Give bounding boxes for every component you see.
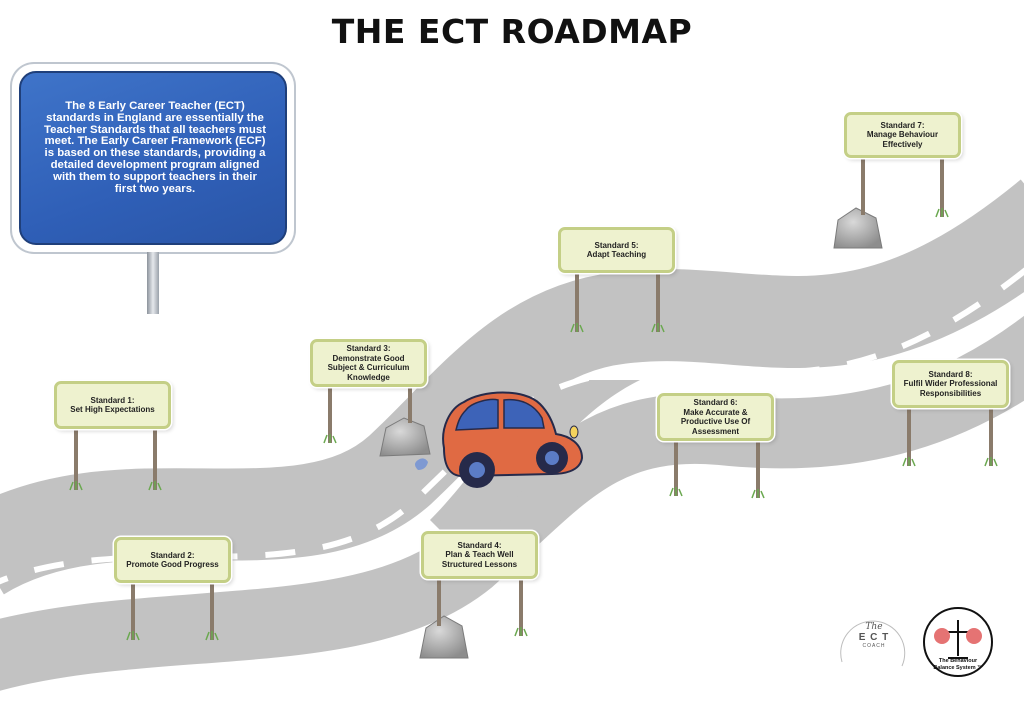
logo-line-1: The Behaviour bbox=[938, 658, 978, 664]
standard-number: Standard 7: bbox=[880, 120, 925, 130]
grass-tufts bbox=[69, 208, 998, 641]
ect-coach-logo-text: The E C T COACH bbox=[846, 622, 902, 649]
rock bbox=[379, 417, 431, 457]
standard-name: Make Accurate & Productive Use Of Assess… bbox=[680, 407, 751, 436]
info-sign-text: The 8 Early Career Teacher (ECT) standar… bbox=[44, 100, 266, 195]
standard-number: Standard 1: bbox=[90, 395, 135, 405]
info-sign-panel: The 8 Early Career Teacher (ECT) standar… bbox=[19, 71, 287, 245]
standard-number: Standard 6: bbox=[693, 398, 738, 407]
standard-name: Plan & Teach Well Structured Lessons bbox=[441, 550, 518, 569]
standard-name: Demonstrate Good Subject & Curriculum Kn… bbox=[327, 353, 410, 382]
standard-name: Manage Behaviour Effectively bbox=[866, 130, 939, 149]
road-branch bbox=[0, 315, 1024, 691]
behaviour-balance-logo bbox=[923, 607, 993, 677]
standard-6-sign: Standard 6: Make Accurate & Productive U… bbox=[657, 393, 774, 441]
standard-number: Standard 5: bbox=[594, 240, 639, 250]
standard-number: Standard 4: bbox=[457, 540, 502, 550]
standard-3-sign: Standard 3: Demonstrate Good Subject & C… bbox=[310, 339, 427, 387]
rock bbox=[833, 207, 883, 249]
standard-number: Standard 2: bbox=[150, 550, 195, 560]
standard-8-sign: Standard 8: Fulfil Wider Professional Re… bbox=[892, 360, 1009, 408]
logo-main: E C T bbox=[858, 632, 890, 643]
standard-name: Adapt Teaching bbox=[586, 250, 647, 259]
standard-5-sign: Standard 5: Adapt Teaching bbox=[558, 227, 675, 273]
standard-number: Standard 3: bbox=[346, 344, 391, 353]
page-title: THE ECT ROADMAP bbox=[331, 12, 693, 51]
standard-name: Fulfil Wider Professional Responsibiliti… bbox=[903, 379, 998, 398]
standard-name: Set High Expectations bbox=[70, 405, 155, 414]
standard-2-sign: Standard 2: Promote Good Progress bbox=[114, 537, 231, 583]
behaviour-balance-logo-text: The Behaviour Balance System ™ bbox=[926, 658, 990, 672]
road bbox=[0, 179, 1024, 596]
info-sign: The 8 Early Career Teacher (ECT) standar… bbox=[12, 64, 294, 252]
standard-name: Promote Good Progress bbox=[126, 560, 219, 569]
standard-1-sign: Standard 1: Set High Expectations bbox=[54, 381, 171, 429]
standard-7-sign: Standard 7: Manage Behaviour Effectively bbox=[844, 112, 961, 158]
rock bbox=[419, 615, 469, 659]
standard-4-sign: Standard 4: Plan & Teach Well Structured… bbox=[421, 531, 538, 579]
car bbox=[415, 391, 584, 488]
ect-coach-logo bbox=[840, 620, 906, 667]
logo-script: The bbox=[865, 622, 883, 632]
standard-number: Standard 8: bbox=[928, 369, 973, 379]
logo-sub: COACH bbox=[862, 643, 886, 649]
logo-line-2: Balance System ™ bbox=[933, 665, 983, 671]
sign-posts bbox=[74, 155, 993, 640]
info-sign-pole bbox=[147, 252, 159, 314]
